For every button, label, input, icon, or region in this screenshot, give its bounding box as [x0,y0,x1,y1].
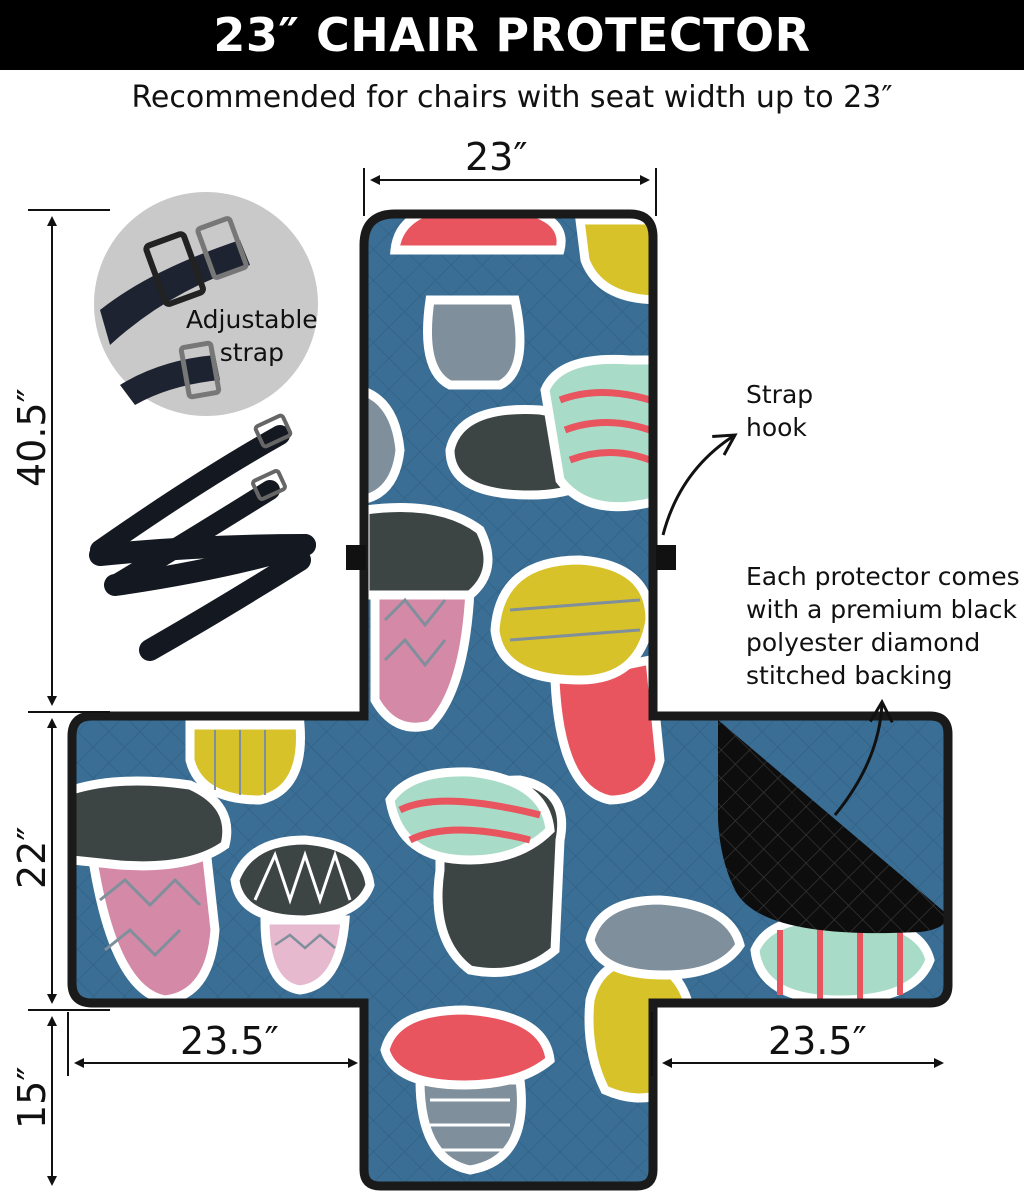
black-backing-flap [718,720,948,934]
mushroom-pattern [72,214,935,1175]
backing-arrow [833,698,894,816]
mushroom-shape [584,955,695,1103]
back-height-label: 40.5″ [10,388,54,487]
backing-label: Each protector comes with a premium blac… [746,562,1020,690]
mushroom-shape [230,835,375,995]
mushroom-shape [445,354,665,512]
left-arm-label: 23.5″ [180,1019,279,1063]
dimension-lines [28,168,944,1186]
seat-depth-label: 22″ [10,826,54,889]
mushroom-shape [185,720,305,805]
page-subtitle: Recommended for chairs with seat width u… [131,80,893,115]
mushroom-shape [385,767,567,977]
mushroom-shape [72,776,232,1005]
mushroom-shape [360,503,493,732]
right-arm-label: 23.5″ [768,1019,867,1063]
top-width-label: 23″ [465,135,528,179]
strap-hook-arrow [661,433,738,536]
chair-protector-cover [67,209,953,1191]
adjustable-strap-label: Adjustable strap [186,305,318,367]
front-drop-label: 15″ [10,1066,54,1129]
title-banner: 23″ CHAIR PROTECTOR [0,0,1024,70]
mushroom-shape [585,895,745,980]
page-title: 23″ CHAIR PROTECTOR [213,8,811,62]
mushroom-shape [355,384,405,506]
mushroom-shape [380,1005,555,1175]
strap-hook-label: Strap hook [746,380,814,442]
left-strap-hook [346,545,366,570]
right-strap-hook [656,545,676,570]
strap-closeup [94,192,318,416]
strap-illustration [89,413,316,661]
